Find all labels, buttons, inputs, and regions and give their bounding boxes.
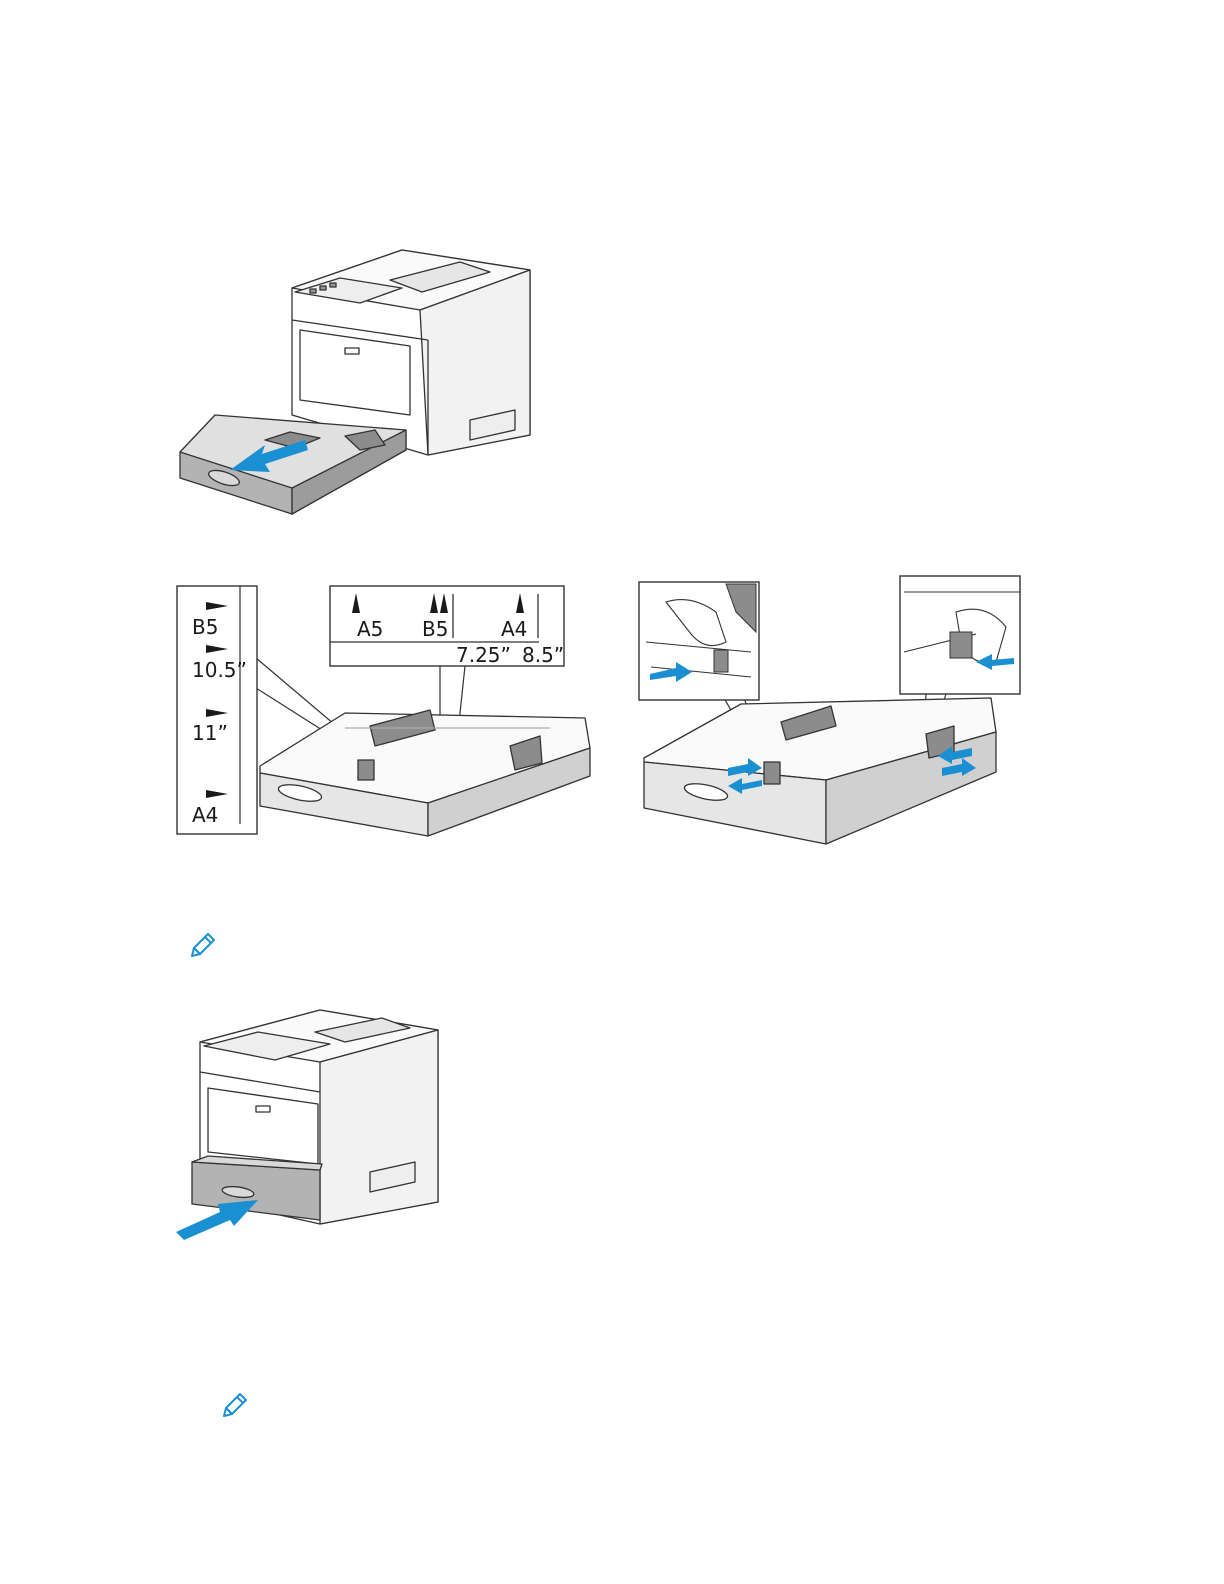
width-label-8-5: 8.5” xyxy=(522,643,564,667)
width-label-a5: A5 xyxy=(357,617,383,641)
figure-guide-markings: B5 10.5” 11” A4 A5 B5 A4 7.25” 8.5” xyxy=(170,578,600,840)
figure-adjust-guides xyxy=(636,572,1028,848)
width-label-a4: A4 xyxy=(501,617,527,641)
side-label-10-5: 10.5” xyxy=(192,658,247,682)
note-pencil-icon xyxy=(186,930,218,962)
side-label-b5: B5 xyxy=(192,615,218,639)
side-label-a4: A4 xyxy=(192,803,218,827)
figure-tray-insert xyxy=(170,1002,450,1242)
note-pencil-icon xyxy=(218,1390,250,1422)
figure-tray-pull-out xyxy=(170,240,550,525)
width-label-b5: B5 xyxy=(422,617,448,641)
width-label-7-25: 7.25” xyxy=(456,643,511,667)
side-label-11: 11” xyxy=(192,721,228,745)
